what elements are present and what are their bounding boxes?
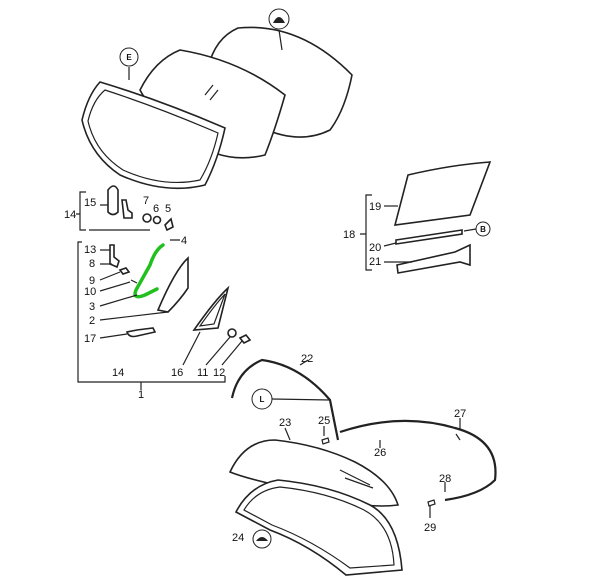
label-3: 3 xyxy=(89,301,95,313)
part-16-vent-seal xyxy=(192,285,230,331)
label-14: 14 xyxy=(64,209,76,221)
part-22-seal xyxy=(230,358,340,441)
label-11: 11 xyxy=(197,367,208,379)
part-2-vent-glass xyxy=(156,256,189,313)
label-20: 20 xyxy=(369,242,381,254)
part-17 xyxy=(125,327,157,338)
part-26-27-28-29-trim xyxy=(284,418,497,518)
label-9: 9 xyxy=(89,275,95,287)
label-25: 25 xyxy=(318,415,330,427)
part-labels: 15 14 7 6 5 4 13 8 9 10 3 2 17 14 16 11 … xyxy=(64,195,466,544)
part-15 xyxy=(107,185,119,216)
label-13: 13 xyxy=(84,244,96,256)
label-10: 10 xyxy=(84,286,96,298)
symbol-rear-side-logo xyxy=(252,529,272,549)
symbol-coupe xyxy=(268,8,290,30)
svg-text:L: L xyxy=(260,395,265,404)
svg-text:B: B xyxy=(480,225,486,234)
label-19: 19 xyxy=(369,201,381,213)
label-23: 23 xyxy=(279,417,291,429)
label-6: 6 xyxy=(153,203,159,215)
label-22: 22 xyxy=(301,353,313,365)
label-12: 12 xyxy=(213,367,225,379)
svg-text:E: E xyxy=(126,53,132,62)
label-29: 29 xyxy=(424,522,436,534)
label-16: 16 xyxy=(171,367,183,379)
symbol-door: B xyxy=(475,221,491,237)
part-3-vent-frame-highlighted xyxy=(133,243,165,299)
windshield-glass xyxy=(139,49,286,159)
part-13-8 xyxy=(109,244,138,284)
part-19-door-glass xyxy=(384,161,492,226)
label-28: 28 xyxy=(439,473,451,485)
label-4: 4 xyxy=(181,235,187,247)
symbol-front: E xyxy=(119,47,139,67)
label-1: 1 xyxy=(138,389,144,401)
parts-11-12 xyxy=(227,328,252,345)
label-26: 26 xyxy=(374,447,386,459)
label-18: 18 xyxy=(343,229,355,241)
label-5: 5 xyxy=(165,203,171,215)
label-24: 24 xyxy=(232,532,244,544)
windshield-seal xyxy=(81,29,283,190)
label-7: 7 xyxy=(143,195,149,207)
label-8: 8 xyxy=(89,258,95,270)
label-21: 21 xyxy=(369,256,381,268)
label-2: 2 xyxy=(89,315,95,327)
symbol-rear-side: L xyxy=(251,388,331,410)
part-20-channel xyxy=(383,228,477,247)
part-21-regulator xyxy=(384,243,471,274)
label-15: 15 xyxy=(84,197,96,209)
parts-5-6-7 xyxy=(142,213,174,232)
label-17: 17 xyxy=(84,333,96,345)
label-27: 27 xyxy=(454,408,466,420)
part-14-hinge xyxy=(121,199,133,219)
label-14-bottom: 14 xyxy=(112,367,124,379)
part-24-rear-side-seal xyxy=(234,479,403,576)
